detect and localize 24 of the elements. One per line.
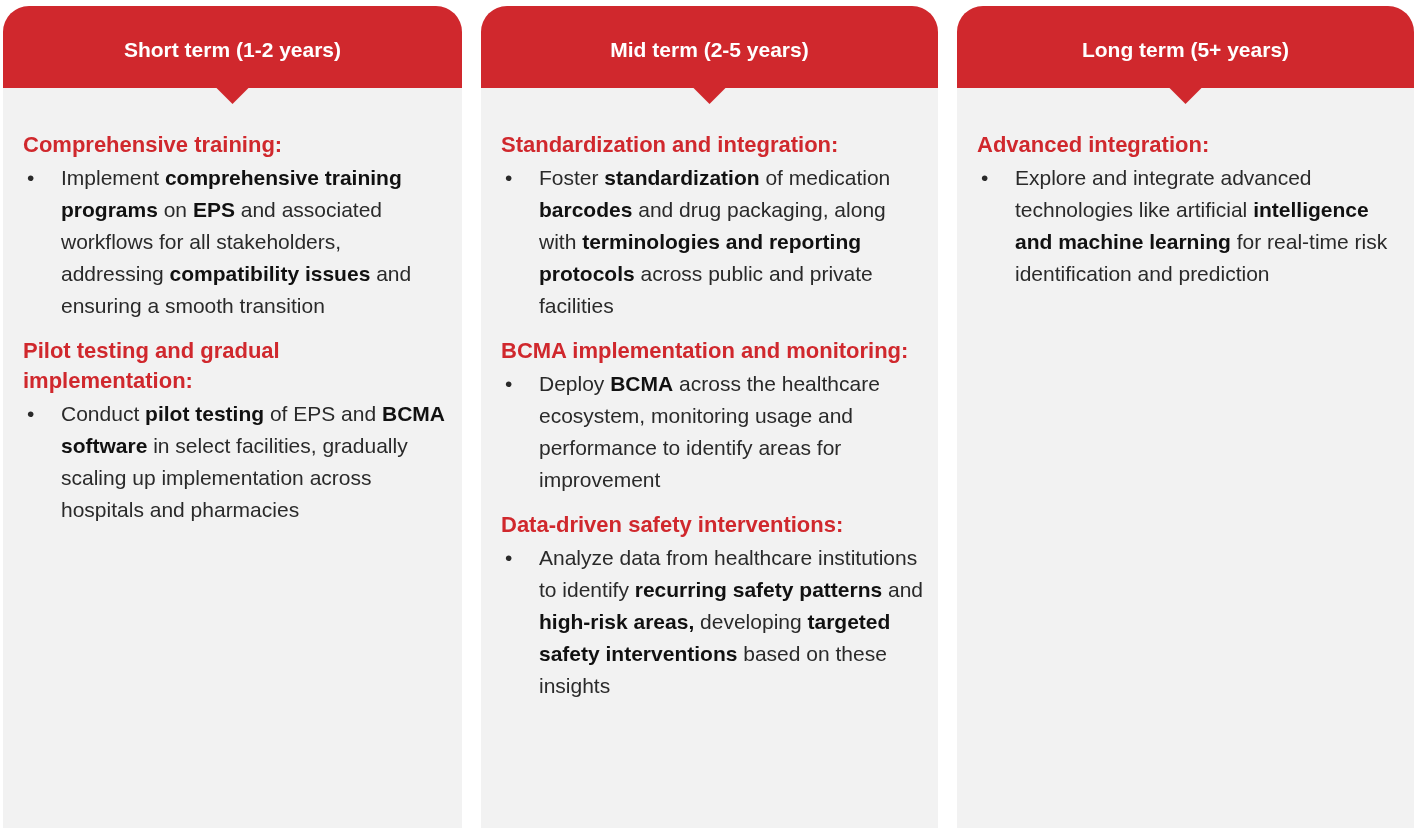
bullet-marker: • — [27, 165, 35, 191]
bullet-text: Foster standardization of medication barcodes and drug packaging, along with terminologies and reporting protocols across public and private facilities — [539, 165, 892, 319]
section-heading: Pilot testing and gradual implementation: — [23, 337, 281, 395]
bullet-marker: • — [505, 545, 513, 571]
bullet-marker: • — [27, 401, 35, 427]
section-heading: Standardization and integration: — [501, 131, 840, 159]
bullet-text: Conduct pilot testing of EPS and BCMA software in select facilities, gradually scaling up implementation across hospitals and pharmacies — [61, 401, 446, 523]
bullet-marker: • — [981, 165, 989, 191]
header-title: Short term (1-2 years) — [123, 37, 342, 63]
bullet-text: Implement comprehensive training programs on EPS and associated workflows for all stakeholders, addressing compatibility issues and ensuring a smooth transition — [61, 165, 413, 319]
bullet-text: Analyze data from healthcare institutions to identify recurring safety patterns and high-risk areas, developing targeted safety interventions based on these insights — [539, 545, 924, 699]
bullet-text: Deploy BCMA across the healthcare ecosystem, monitoring usage and performance to identify areas for improvement — [539, 371, 881, 493]
column-card — [3, 6, 462, 828]
section-heading: BCMA implementation and monitoring: — [501, 337, 910, 365]
section-heading: Data-driven safety interventions: — [501, 511, 845, 539]
header-title: Mid term (2-5 years) — [610, 37, 809, 63]
column-card — [957, 6, 1414, 828]
header-title: Long term (5+ years) — [1081, 37, 1290, 63]
section-heading: Advanced integration: — [977, 131, 1211, 159]
column-card — [481, 6, 938, 828]
bullet-marker: • — [505, 371, 513, 397]
bullet-text: Explore and integrate advanced technologies like artificial intelligence and machine learning for real-time risk identification and prediction — [1015, 165, 1389, 287]
section-heading: Comprehensive training: — [23, 131, 284, 159]
bullet-marker: • — [505, 165, 513, 191]
